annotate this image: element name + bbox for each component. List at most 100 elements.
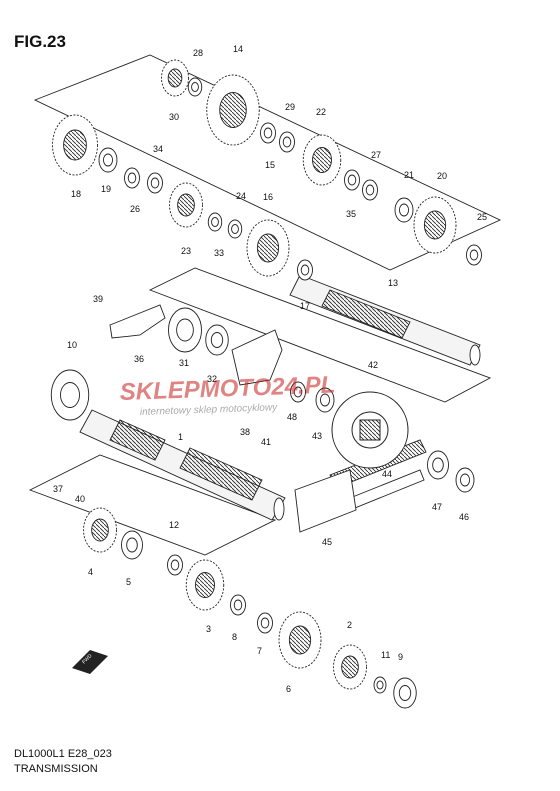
part-number-27: 27 [371,150,381,160]
shaft-group-outline [28,454,277,556]
part-number-14: 14 [233,44,243,54]
circlip-34 [147,172,163,194]
part-number-26: 26 [130,204,140,214]
gear-22 [302,134,342,186]
watermark: SKLEPMOTO24.PL internetowy sklep motocyk… [119,371,335,418]
part-number-21: 21 [404,170,414,180]
part-number-23: 23 [181,246,191,256]
part-number-28: 28 [193,48,203,58]
gear-4 [83,507,117,553]
part-number-4: 4 [88,567,93,577]
part-number-5: 5 [126,577,131,587]
part-number-7: 7 [257,646,262,656]
part-number-46: 46 [459,512,469,522]
lower-group-outline [148,267,492,403]
part-number-32: 32 [207,374,217,384]
part-number-47: 47 [432,502,442,512]
plate-36 [109,304,166,339]
washer-29 [279,131,295,153]
nut-46 [455,467,475,493]
watermark-sub: internetowy sklep motocyklowy [140,402,279,418]
part-number-10: 10 [67,340,77,350]
diagram-code: DL1000L1 E28_023 [14,748,112,760]
circlip-24 [227,219,243,239]
part-number-30: 30 [169,112,179,122]
part-number-29: 29 [285,102,295,112]
chain-joint-45 [294,469,357,533]
part-number-12: 12 [169,520,179,530]
spacer-43 [315,387,335,413]
part-number-9: 9 [398,652,403,662]
watermark-main: SKLEPMOTO24.PL [119,371,335,406]
part-number-41: 41 [261,437,271,447]
part-number-48: 48 [287,412,297,422]
gear-18 [52,114,98,176]
part-number-2: 2 [347,620,352,630]
gear-3 [185,559,225,611]
washer-28 [187,77,203,97]
countershaft-13 [289,274,481,366]
part-number-22: 22 [316,107,326,117]
gear-16 [246,219,290,277]
part-number-38: 38 [240,427,250,437]
part-number-3: 3 [206,624,211,634]
part-number-25: 25 [477,212,487,222]
part-number-20: 20 [437,171,447,181]
washer-47 [427,450,449,480]
diagram-name: TRANSMISSION [14,763,98,775]
bearing-30 [161,59,189,97]
sprocket-42 [331,391,409,469]
oil-seal-32 [205,324,229,356]
part-number-8: 8 [232,632,237,642]
gears-layer [50,59,482,709]
part-number-33: 33 [214,248,224,258]
upper-group-outline [33,54,502,271]
washer-33 [207,212,223,232]
part-number-40: 40 [75,494,85,504]
part-number-42: 42 [368,360,378,370]
part-number-1: 1 [178,432,183,442]
gear-23 [169,182,203,228]
bearing-31 [168,307,202,353]
part-number-31: 31 [179,358,189,368]
part-number-6: 6 [286,684,291,694]
part-number-44: 44 [382,469,392,479]
part-number-11: 11 [381,650,390,660]
gear-20 [413,196,457,254]
part-number-35: 35 [346,209,356,219]
bushing-17 [297,259,313,281]
part-number-17: 17 [300,301,310,311]
washer-11 [373,676,387,694]
part-number-45: 45 [322,537,332,547]
bushing-5 [121,530,143,560]
figure-title: FIG.23 [14,32,66,51]
part-number-13: 13 [388,278,398,288]
washer-25 [466,244,482,266]
bearing-19 [98,147,118,173]
circlip-12 [167,554,183,576]
circlip-35 [344,169,360,191]
gear-2 [333,644,367,690]
bearing-21 [394,197,414,223]
part-number-19: 19 [101,184,111,194]
part-number-43: 43 [312,431,322,441]
part-number-24: 24 [236,191,246,201]
part-number-39: 39 [93,294,103,304]
bushing-7 [257,612,273,634]
bearing-10 [50,369,90,421]
gear-14 [206,74,260,146]
plate-38 [231,329,283,386]
part-number-18: 18 [71,189,81,199]
part-number-37: 37 [53,484,63,494]
fwd-arrow-icon: FWD [72,650,108,674]
bushing-15 [260,122,276,144]
washer-8 [230,594,246,616]
driveshaft-1 [79,409,286,521]
part-number-15: 15 [265,160,275,170]
o-ring-48 [290,381,306,403]
washer-27 [362,179,378,201]
part-number-36: 36 [134,354,144,364]
bearing-9 [393,677,417,709]
